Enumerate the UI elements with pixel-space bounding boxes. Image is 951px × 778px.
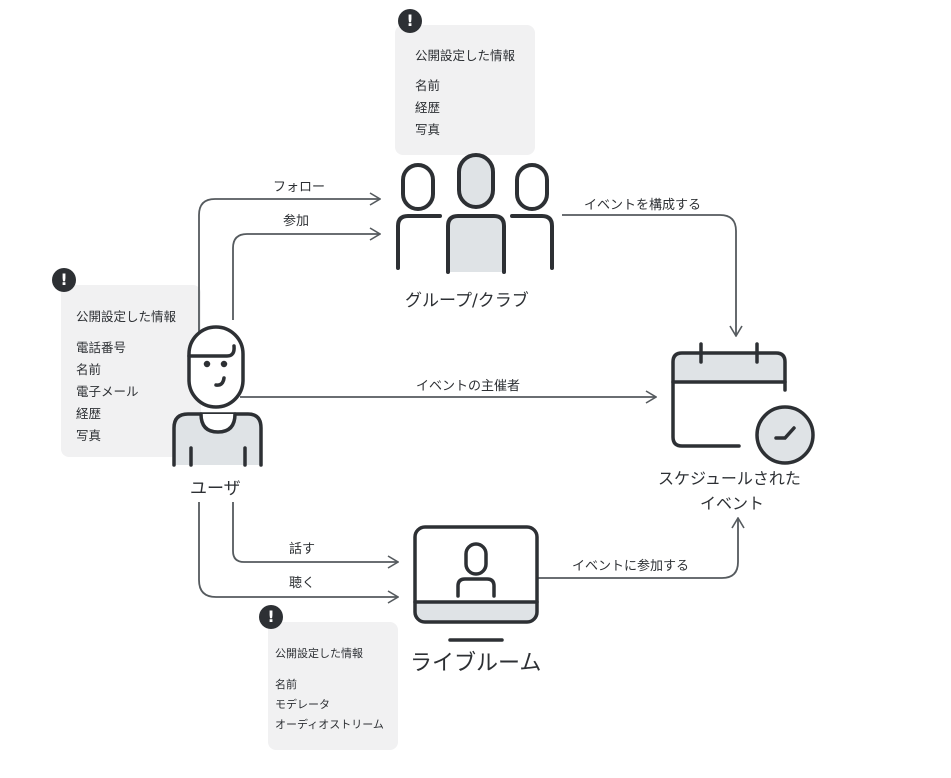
group-info-item: 写真 (415, 122, 441, 137)
node-label-event-line1: スケジュールされた (658, 469, 801, 488)
node-label-event-line2: イベント (700, 494, 765, 513)
group-info-item: 名前 (415, 78, 441, 93)
node-label-group: グループ/クラブ (405, 291, 529, 311)
edge-label-compose-event: イベントを構成する (584, 198, 702, 213)
liveroom-info-card: 公開設定した情報 名前 モデレータ オーディオストリーム (268, 622, 398, 750)
user-info-items: 電話番号 名前 電子メール 経歴 写真 (76, 337, 139, 447)
calendar-clock-icon (671, 342, 815, 465)
group-info-items: 名前 経歴 写真 (415, 75, 440, 141)
compose-event-connector (562, 214, 736, 336)
exclamation-icon: ! (52, 268, 76, 292)
exclamation-icon: ! (398, 9, 422, 33)
edge-label-join-event: イベントに参加する (572, 559, 690, 574)
liveroom-info-item: モデレータ (275, 698, 330, 711)
node-label-user: ユーザ (190, 479, 241, 499)
join-connector (232, 234, 380, 320)
edge-label-join: 参加 (283, 214, 310, 229)
node-label-liveroom: ライブルーム (410, 651, 542, 676)
exclamation-icon: ! (259, 605, 283, 629)
user-info-item: 名前 (76, 362, 102, 377)
edge-label-follow: フォロー (273, 180, 326, 195)
user-info-item: 電話番号 (76, 340, 127, 355)
group-info-card: 公開設定した情報 名前 経歴 写真 (395, 25, 535, 155)
speak-connector (232, 502, 398, 562)
join-event-connector (538, 518, 738, 579)
group-icon (396, 153, 554, 274)
liveroom-info-item: オーディオストリーム (275, 718, 384, 731)
listen-connector (198, 502, 398, 597)
liveroom-info-title: 公開設定した情報 (275, 647, 363, 660)
group-info-title: 公開設定した情報 (415, 48, 516, 63)
edge-label-listen: 聴く (289, 576, 316, 591)
liveroom-info-item: 名前 (275, 678, 297, 691)
monitor-user-icon (413, 525, 539, 642)
user-info-item: 経歴 (76, 406, 102, 421)
user-icon (172, 325, 263, 467)
user-info-item: 電子メール (76, 384, 139, 399)
edge-label-event-host: イベントの主催者 (416, 379, 521, 394)
user-info-item: 写真 (76, 428, 102, 443)
follow-connector (198, 199, 380, 350)
group-info-item: 経歴 (415, 100, 441, 115)
user-info-title: 公開設定した情報 (76, 309, 177, 324)
user-info-card: 公開設定した情報 電話番号 名前 電子メール 経歴 写真 (61, 285, 201, 457)
edge-label-speak: 話す (289, 542, 316, 557)
liveroom-info-items: 名前 モデレータ オーディオストリーム (275, 675, 384, 735)
